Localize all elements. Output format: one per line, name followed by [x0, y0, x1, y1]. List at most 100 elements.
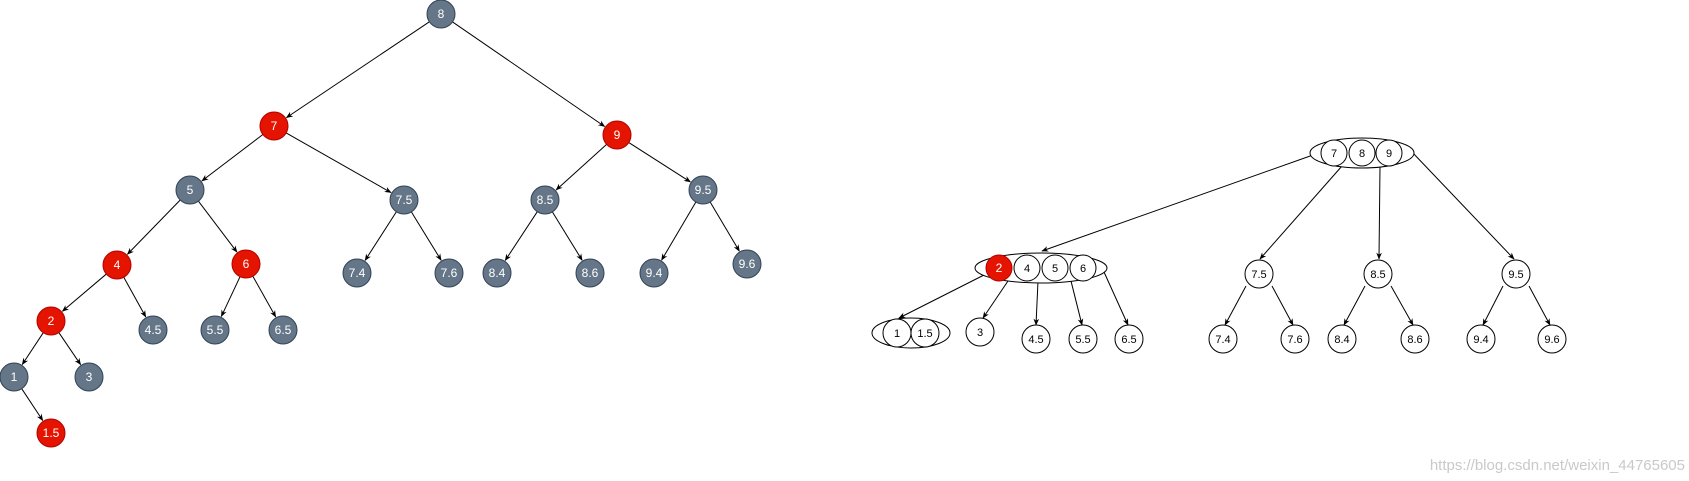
rb-node-7-5: 7.5 [389, 185, 419, 215]
bt-edge-7-8-9-to-8-5 [1376, 165, 1382, 260]
bt-key-label-9-6: 9.6 [1544, 334, 1559, 346]
rb-edge-5-to-4 [126, 199, 181, 255]
rb-edge-4-to-4-5 [123, 277, 147, 318]
rb-node-9-5: 9.5 [688, 175, 718, 205]
rb-node-label: 9.4 [646, 266, 663, 280]
rb-node-circle [268, 315, 298, 345]
bt-key-label-9-4: 9.4 [1473, 334, 1488, 346]
bt-node-8-5: 8.5 [1363, 259, 1393, 289]
rb-node-8-4: 8.4 [482, 258, 512, 288]
bt-edge-2-4-5-6-to-5-5 [1070, 280, 1084, 326]
rb-node-circle [530, 185, 560, 215]
bt-key-label-8-5: 8.5 [1370, 269, 1385, 281]
rb-edge-9-5-to-9-6 [709, 201, 740, 252]
rb-node-5: 5 [175, 175, 205, 205]
bt-edge-2-4-5-6-to-4-5 [1033, 280, 1040, 326]
rb-node-circle [200, 315, 230, 345]
rb-node-circle [175, 175, 205, 205]
rb-edge-8-5-to-8-6 [551, 211, 583, 261]
bt-key-circle-4-5 [1021, 324, 1051, 354]
rb-node-circle [389, 185, 419, 215]
rb-node-label: 3 [86, 370, 93, 384]
rb-edge-7-to-7-5 [285, 132, 392, 194]
bt-key-circle-7 [1320, 139, 1348, 167]
bt-key-circle-9 [1375, 139, 1403, 167]
rb-node-label: 2 [48, 314, 55, 328]
rb-node-label: 7.5 [396, 193, 413, 207]
rb-node-label: 7 [271, 119, 278, 133]
rb-edge-4-to-2 [61, 273, 107, 312]
rb-node-circle [231, 249, 261, 279]
rb-edge-6-to-6-5 [252, 275, 277, 318]
rb-node-9: 9 [602, 120, 632, 150]
bt-edge-8-5-to-8-6 [1390, 285, 1414, 326]
rb-edge-2-to-3 [58, 332, 81, 366]
bt-edge-9-5-to-9-4 [1482, 285, 1504, 326]
bt-key-circle-8 [1348, 139, 1376, 167]
bt-key-circle-7-5 [1244, 259, 1274, 289]
rb-node-8: 8 [426, 0, 456, 29]
bt-key-label-6: 6 [1080, 263, 1086, 275]
rb-node-circle [36, 418, 66, 448]
rb-node-label: 6 [243, 257, 250, 271]
rb-node-label: 4 [114, 258, 121, 272]
bt-node-9-6: 9.6 [1537, 324, 1567, 354]
rb-node-7: 7 [259, 111, 289, 141]
bt-key-label-4: 4 [1024, 263, 1030, 275]
bt-key-circle-9-6 [1537, 324, 1567, 354]
bt-edge-7-8-9-to-9-5 [1411, 151, 1515, 260]
rb-node-label: 9 [614, 128, 621, 142]
bt-edge-9-5-to-9-6 [1528, 285, 1551, 326]
bt-edge-2-4-5-6-to-6-5 [1103, 271, 1129, 326]
rb-edge-9-to-8-5 [555, 144, 607, 191]
rb-edge-7-5-to-7-4 [364, 211, 397, 261]
rb-node-circle [732, 249, 762, 279]
bt-key-label-7-4: 7.4 [1215, 334, 1230, 346]
rb-node-7-4: 7.4 [342, 258, 372, 288]
bt-node-8-6: 8.6 [1400, 324, 1430, 354]
rb-node-label: 6.5 [275, 323, 292, 337]
bt-node-4-5: 4.5 [1021, 324, 1051, 354]
rb-node-label: 5 [187, 183, 194, 197]
rb-node-label: 8.4 [489, 266, 506, 280]
bt-key-circle-6 [1069, 254, 1097, 282]
bt-key-label-1-5: 1.5 [917, 328, 932, 340]
bt-key-label-4-5: 4.5 [1028, 334, 1043, 346]
rb-edge-7-to-5 [201, 134, 264, 182]
bt-edge-7-5-to-7-6 [1271, 285, 1294, 326]
rb-node-circle [36, 306, 66, 336]
rb-node-1-5: 1.5 [36, 418, 66, 448]
rb-edge-8-5-to-8-4 [504, 211, 538, 262]
watermark-text: https://blog.csdn.net/weixin_44765605 [1430, 457, 1685, 474]
bt-node-7-4: 7.4 [1208, 324, 1238, 354]
rb-edge-8-to-9 [452, 21, 606, 127]
rb-node-1: 1 [0, 362, 29, 392]
rb-node-circle [74, 362, 104, 392]
bt-key-label-5: 5 [1052, 263, 1058, 275]
bt-key-label-3: 3 [977, 327, 983, 339]
rb-edge-1-to-1-5 [21, 388, 44, 422]
bt-edge-7-5-to-7-4 [1224, 285, 1247, 326]
bt-edge-7-8-9-to-2-4-5-6 [1041, 154, 1314, 252]
bt-key-circle-5 [1041, 254, 1069, 282]
bt-key-label-5-5: 5.5 [1075, 334, 1090, 346]
bt-edge-7-8-9-to-7-5 [1259, 165, 1343, 260]
rb-node-circle [102, 250, 132, 280]
bt-key-circle-9-4 [1466, 324, 1496, 354]
rb-node-circle [342, 258, 372, 288]
red-black-tree-edges [21, 21, 740, 422]
bt-key-circle-8-4 [1327, 324, 1357, 354]
rb-node-9-4: 9.4 [639, 258, 669, 288]
rb-node-9-6: 9.6 [732, 249, 762, 279]
bt-node-8-4: 8.4 [1327, 324, 1357, 354]
rb-node-label: 9.6 [739, 257, 756, 271]
bt-key-circle-2 [985, 254, 1013, 282]
bt-key-circle-7-4 [1208, 324, 1238, 354]
rb-node-circle [434, 258, 464, 288]
bt-key-label-1: 1 [894, 328, 900, 340]
bt-key-label-9-5: 9.5 [1508, 269, 1523, 281]
rb-edge-8-to-7 [285, 21, 430, 119]
